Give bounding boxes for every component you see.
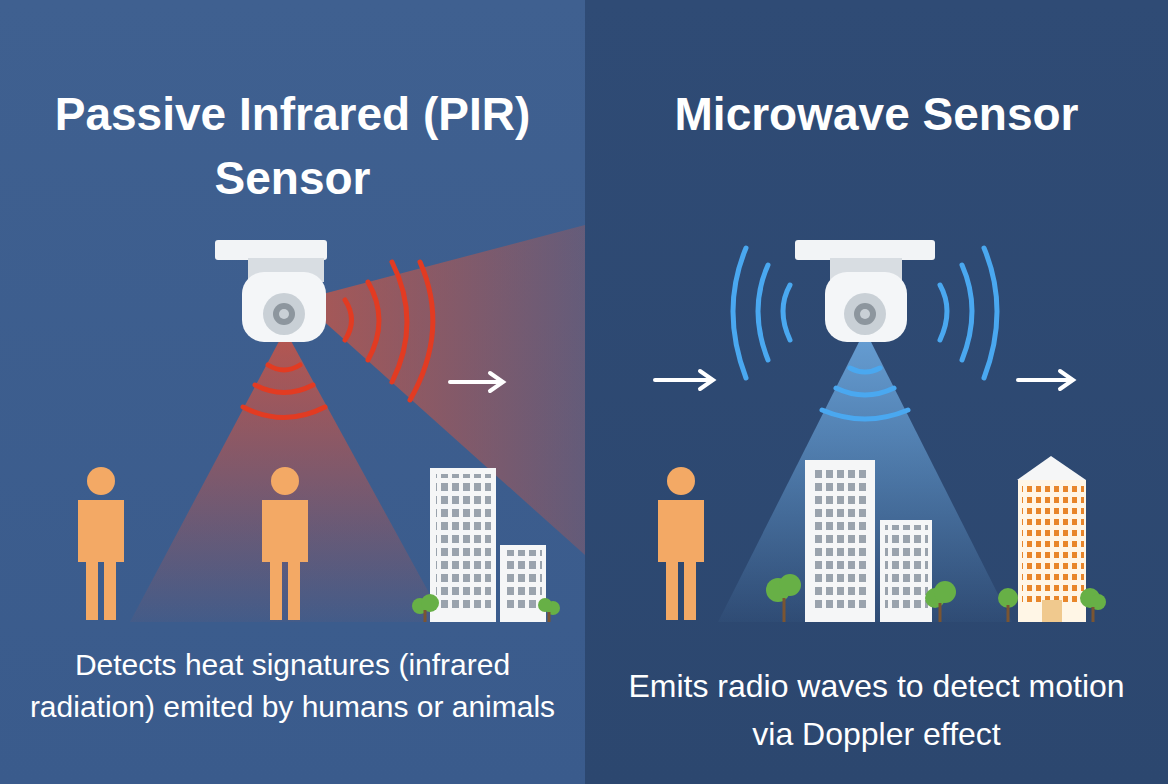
panel-title: Microwave Sensor xyxy=(607,82,1147,146)
panel-caption: Detects heat signatures (infrared radiat… xyxy=(23,644,563,728)
sensor-panel: Passive Infrared (PIR) SensorDetects hea… xyxy=(0,0,585,784)
sensor-panel: Microwave SensorEmits radio waves to det… xyxy=(585,0,1168,784)
panel-caption: Emits radio waves to detect motion via D… xyxy=(617,662,1137,758)
panel-title: Passive Infrared (PIR) Sensor xyxy=(53,82,533,210)
